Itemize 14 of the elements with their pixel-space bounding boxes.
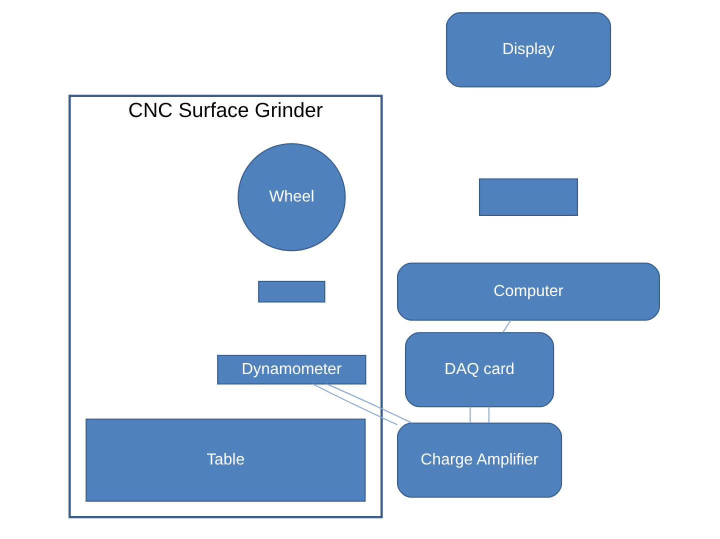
- node-box: Charge Amplifier: [397, 422, 562, 498]
- node-box: [258, 280, 326, 303]
- connector: [326, 384, 412, 424]
- node-box: Display: [446, 12, 612, 88]
- node-box: Table: [86, 418, 366, 502]
- connector: [502, 320, 512, 332]
- node-box: Computer: [397, 262, 660, 321]
- node-box: DAQ card: [404, 332, 554, 408]
- connector: [470, 406, 471, 423]
- connector: [312, 384, 398, 426]
- node-box: [478, 178, 578, 216]
- connector: [488, 406, 490, 423]
- node-circle: Wheel: [238, 143, 346, 252]
- node-box: Dynamometer: [217, 354, 366, 384]
